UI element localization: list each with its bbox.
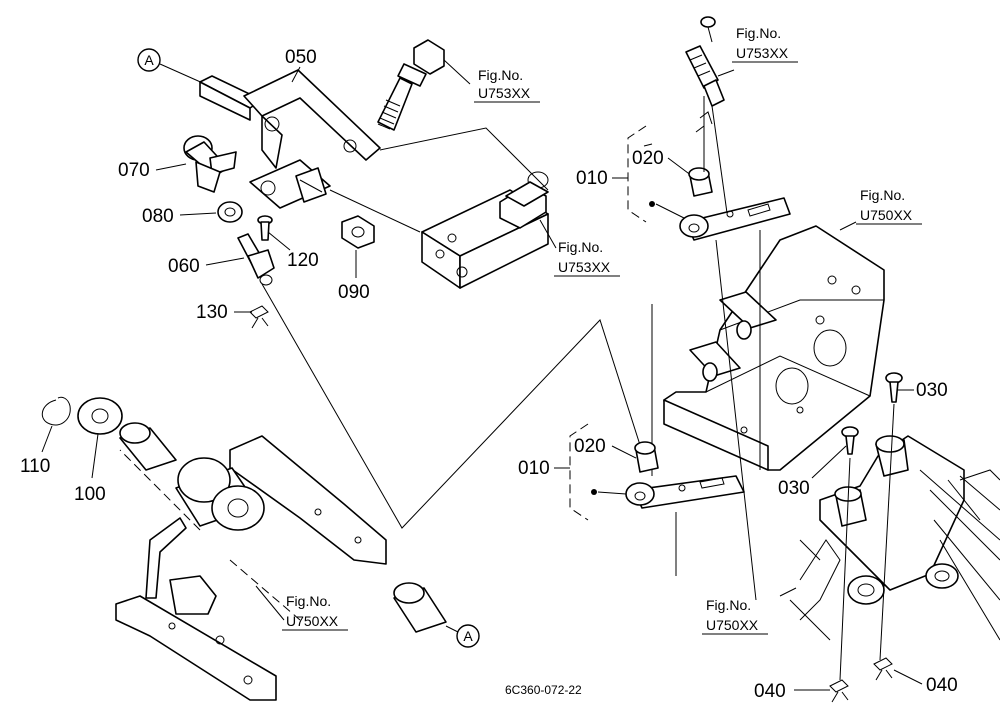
label-080: 080 <box>142 206 174 227</box>
part-040-left-cotter <box>829 679 849 703</box>
label-040-right: 040 <box>926 675 958 696</box>
ref-u750-pedal-line2: U750XX <box>286 613 339 629</box>
ref-u750-plate: Fig.No. U750XX <box>856 187 922 225</box>
ref-u750-pedal-line1: Fig.No. <box>286 593 331 609</box>
label-010-bottom: 010 <box>518 458 550 479</box>
part-110-snap-ring <box>41 396 71 426</box>
pedal-u750 <box>115 435 387 701</box>
callout-a-bottom-label: A <box>463 628 473 644</box>
block-u753 <box>421 171 549 289</box>
part-050-yoke <box>199 69 381 209</box>
ref-u753-block-line2: U753XX <box>558 259 611 275</box>
housing-u750 <box>789 435 1000 641</box>
part-070-ball-joint <box>183 135 237 193</box>
label-020-top: 020 <box>632 148 664 169</box>
label-030-middle: 030 <box>778 478 810 499</box>
part-020-bottom-bushing <box>634 441 659 473</box>
label-130: 130 <box>196 302 228 323</box>
ref-u753-topright: Fig.No. U753XX <box>732 25 798 63</box>
label-060: 060 <box>168 256 200 277</box>
ref-u750-pedal: Fig.No. U750XX <box>282 593 348 631</box>
plate-u750 <box>663 225 885 471</box>
callout-a-top-label: A <box>144 52 154 68</box>
callout-a-top: A <box>137 48 206 85</box>
ref-u753-bolt: Fig.No. U753XX <box>474 67 540 103</box>
bolt-u753 <box>377 39 445 131</box>
part-060-pin <box>237 233 275 286</box>
ref-u750-housing-line2: U750XX <box>706 617 759 633</box>
bushing-left <box>119 422 177 471</box>
part-120-bolt <box>257 215 273 241</box>
part-010-top-arm <box>649 197 791 241</box>
label-030-right: 030 <box>916 380 948 401</box>
ref-u753-block: Fig.No. U753XX <box>554 239 620 277</box>
ref-u750-plate-line1: Fig.No. <box>860 187 905 203</box>
part-130-cotter-pin <box>249 305 269 329</box>
callout-a-bottom: A <box>445 624 480 648</box>
label-100: 100 <box>74 484 106 505</box>
label-070: 070 <box>118 160 150 181</box>
ref-u753-bolt-line1: Fig.No. <box>478 67 523 83</box>
drawing-code: 6C360-072-22 <box>505 683 582 697</box>
label-120: 120 <box>287 250 319 271</box>
part-030-right-pin <box>885 372 903 403</box>
part-010-bottom-arm <box>591 475 745 509</box>
linkage-u753-top <box>685 16 729 221</box>
label-050: 050 <box>285 47 317 68</box>
part-040-right-cotter <box>873 657 893 681</box>
bushing-right <box>393 582 447 633</box>
label-020-bottom: 020 <box>574 436 606 457</box>
part-020-top-bushing <box>688 167 713 197</box>
label-090: 090 <box>338 282 370 303</box>
part-030-middle-pin <box>841 426 859 455</box>
ref-u753-block-line1: Fig.No. <box>558 239 603 255</box>
ref-u753-bolt-line2: U753XX <box>478 85 531 101</box>
part-100-washer <box>77 397 123 435</box>
ref-u750-housing: Fig.No. U750XX <box>702 597 768 635</box>
label-010-top: 010 <box>576 168 608 189</box>
label-110: 110 <box>20 456 50 477</box>
part-080-nut <box>217 201 243 223</box>
part-090-nut <box>341 215 375 249</box>
label-040-left: 040 <box>754 681 786 702</box>
ref-u750-plate-line2: U750XX <box>860 207 913 223</box>
ref-u750-housing-line1: Fig.No. <box>706 597 751 613</box>
ref-u753-topright-line2: U753XX <box>736 45 789 61</box>
ref-u753-topright-line1: Fig.No. <box>736 25 781 41</box>
